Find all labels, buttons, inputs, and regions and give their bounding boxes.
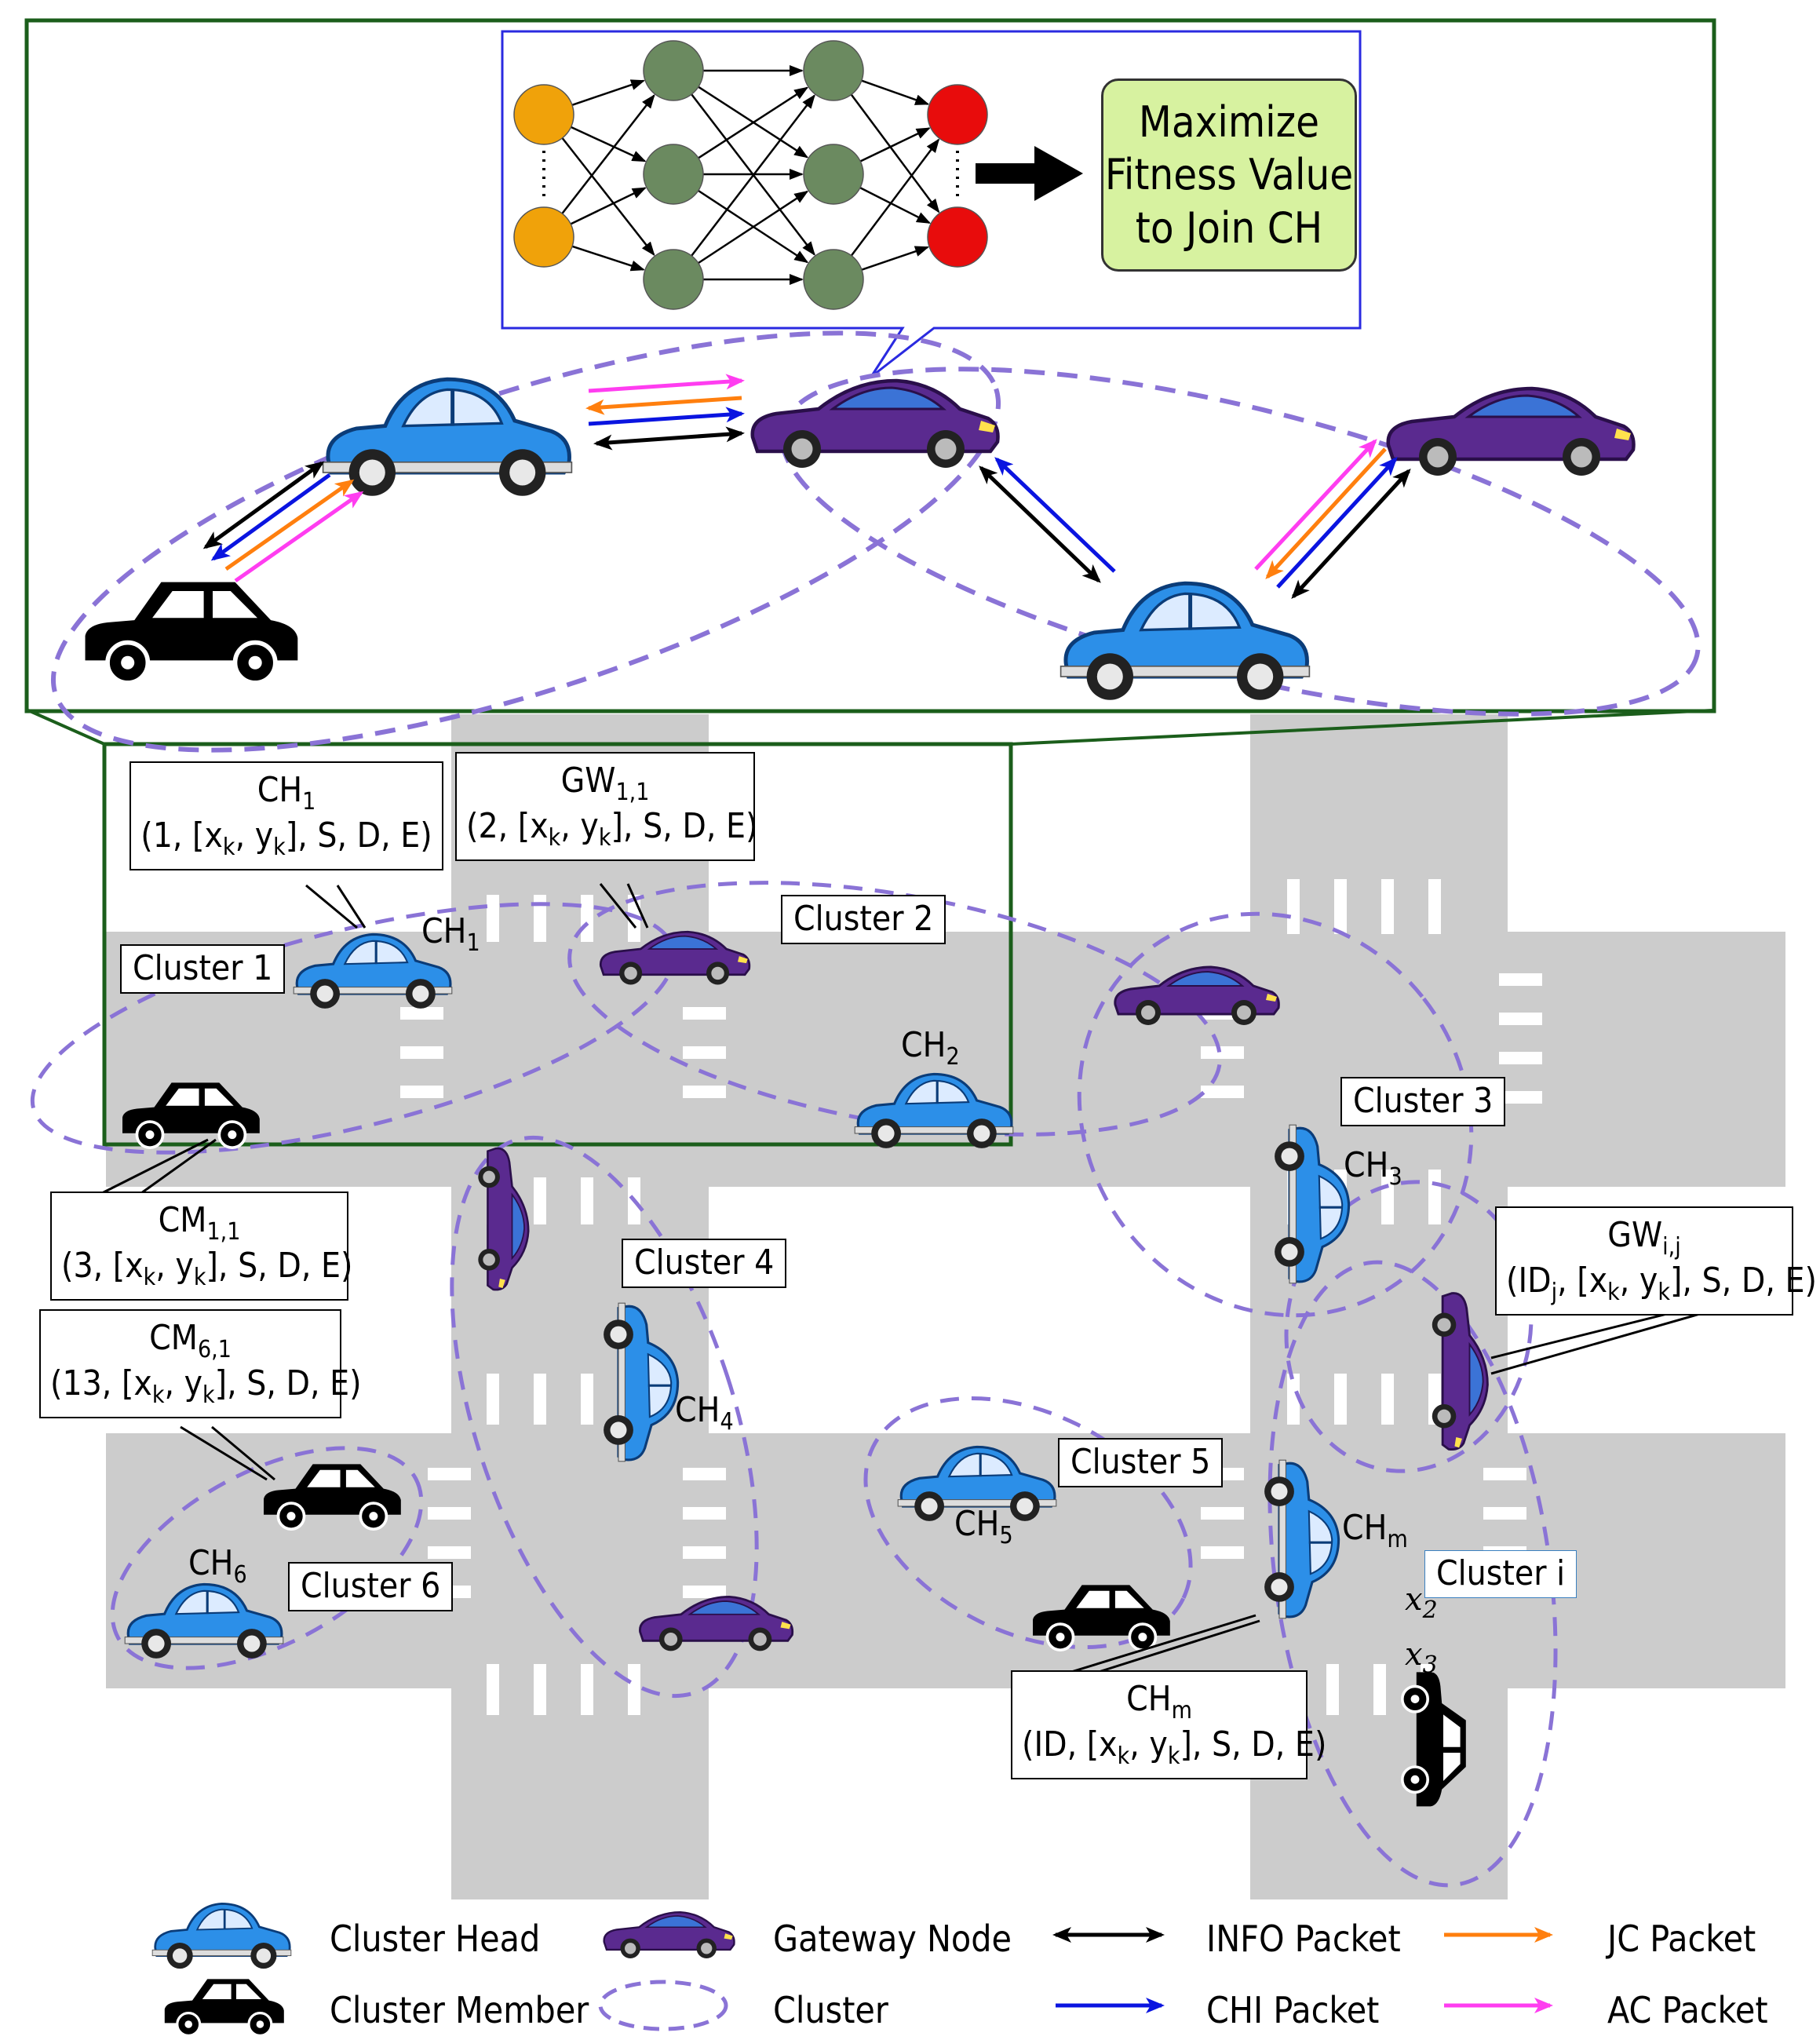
cluster-3-outline	[1077, 911, 1474, 1318]
nn-edge	[850, 138, 940, 257]
nn-edge	[691, 94, 815, 257]
legend-cluster-head-icon	[151, 1902, 293, 1970]
nn-edge	[859, 127, 931, 162]
legend-cluster-member-label: Cluster Member	[330, 1989, 589, 2031]
nn-edge	[561, 137, 655, 257]
road-markings	[400, 879, 1542, 1715]
fitness-line-1: Maximize	[1138, 97, 1320, 147]
nn-node-output	[927, 84, 988, 145]
callout-pointers	[101, 883, 1712, 1673]
nn-edge	[698, 86, 809, 159]
nn-node-hidden1	[643, 249, 704, 310]
callout-fields-ch1: (1, [xk, yk], S, D, E)	[140, 815, 432, 861]
callout-gwij: GWi,j (IDj, [xk, yk], S, D, E)	[1495, 1206, 1817, 1316]
callout-chm: CHm (ID, [xk, yk], S, D, E)	[1011, 1670, 1327, 1779]
nn-edge	[850, 93, 940, 213]
nn-edge	[570, 187, 647, 225]
zoom-packet-arrows	[202, 374, 1411, 599]
callout-fields-gwij: (IDj, [xk, yk], S, D, E)	[1506, 1260, 1817, 1306]
cluster-3-label: Cluster 3	[1340, 1077, 1506, 1126]
cluster-5-label: Cluster 5	[1058, 1438, 1224, 1487]
cluster-5-outline	[863, 1396, 1193, 1650]
nn-node-hidden2	[803, 249, 864, 310]
legend-chi-label: CHI Packet	[1206, 1989, 1380, 2031]
nn-edge	[861, 79, 930, 105]
nn-edge	[561, 93, 655, 214]
legend-cluster-label: Cluster	[773, 1989, 888, 2031]
zoom-region-frame	[102, 742, 1013, 1147]
nn-node-output	[927, 206, 988, 268]
legend-cluster-icon	[598, 1980, 728, 2031]
legend-gateway-label: Gateway Node	[773, 1918, 1012, 1960]
cluster-2-label: Cluster 2	[781, 895, 946, 944]
legend-gateway-icon	[603, 1910, 735, 1960]
nn-node-hidden2	[803, 40, 864, 101]
cluster-6-outline	[110, 1446, 424, 1670]
fitness-line-3: to Join CH	[1135, 203, 1323, 253]
cluster-4-label: Cluster 4	[622, 1239, 787, 1288]
nn-edge	[859, 187, 932, 224]
legend-info-label: INFO Packet	[1206, 1918, 1401, 1960]
nn-node-hidden2	[803, 144, 864, 205]
cluster-i-label: Cluster i	[1424, 1550, 1577, 1598]
fitness-box: Maximize Fitness Value to Join CH	[1101, 78, 1357, 272]
legend-cluster-member-icon	[163, 1977, 286, 2037]
legend-cluster-head-label: Cluster Head	[330, 1918, 541, 1960]
callout-fields-cm61: (13, [xk, yk], S, D, E)	[50, 1363, 362, 1409]
label-ch1: CH1	[421, 911, 480, 957]
nn-node-hidden1	[643, 144, 704, 205]
legend-symbols	[151, 1902, 1553, 2037]
cluster-1-label: Cluster 1	[120, 944, 286, 994]
fitness-line-2: Fitness Value	[1104, 150, 1354, 200]
zoom-connector-right	[1010, 709, 1713, 746]
legend-jc-label: JC Packet	[1607, 1918, 1756, 1960]
label-ch5: CH5	[954, 1504, 1013, 1549]
nn-edge	[570, 126, 647, 162]
nn-edge	[861, 246, 930, 271]
math-x3: x3	[1405, 1637, 1438, 1679]
nn-node-hidden1	[643, 40, 704, 101]
label-ch2: CH2	[901, 1025, 960, 1071]
callout-fields-chm: (ID, [xk, yk], S, D, E)	[1022, 1724, 1327, 1770]
nn-output-arrow	[976, 146, 1083, 201]
callout-cm11: CM1,1 (3, [xk, yk], S, D, E)	[50, 1192, 353, 1301]
nn-edge	[571, 245, 645, 272]
callout-fields-gw11: (2, [xk, yk], S, D, E)	[466, 805, 758, 852]
callout-gw11: GW1,1 (2, [xk, yk], S, D, E)	[455, 752, 758, 861]
callout-cm61: CM6,1 (13, [xk, yk], S, D, E)	[39, 1309, 362, 1418]
nn-node-input	[513, 84, 574, 145]
cluster-6-label: Cluster 6	[288, 1562, 454, 1611]
label-ch6: CH6	[188, 1543, 247, 1589]
zoom-connector-left	[27, 709, 105, 746]
nn-node-input	[513, 206, 574, 268]
legend-ac-label: AC Packet	[1607, 1989, 1768, 2031]
nn-edge	[698, 190, 809, 265]
callout-ch1: CH1 (1, [xk, yk], S, D, E)	[129, 761, 443, 870]
callout-fields-cm11: (3, [xk, yk], S, D, E)	[61, 1245, 353, 1291]
neural-network	[513, 40, 988, 310]
cluster-4-outline	[450, 1135, 759, 1699]
label-ch3: CH3	[1344, 1145, 1402, 1191]
nn-edge	[571, 79, 646, 106]
label-ch4: CH4	[675, 1390, 734, 1436]
math-x2: x2	[1405, 1582, 1438, 1624]
label-chm: CHm	[1342, 1508, 1408, 1553]
